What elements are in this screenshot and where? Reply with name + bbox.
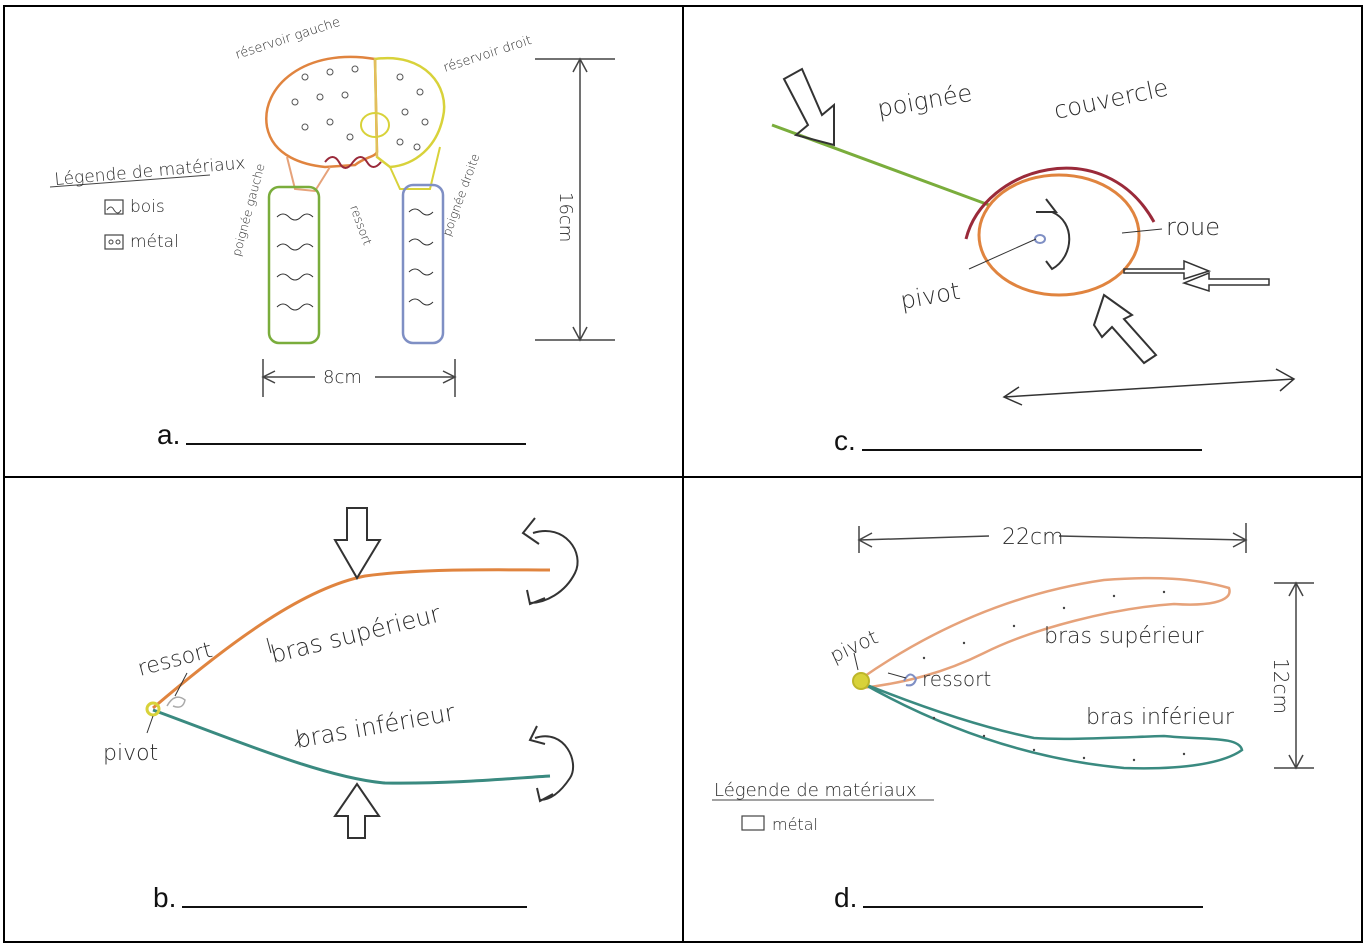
left-handle bbox=[267, 185, 321, 345]
arrow-push-down bbox=[782, 67, 835, 147]
right-neck bbox=[389, 146, 441, 190]
spring bbox=[903, 673, 918, 687]
legend-metal-label: métal bbox=[130, 232, 179, 252]
label-bras-inferieur: bras inférieur bbox=[293, 698, 457, 754]
caption-a-blank[interactable] bbox=[186, 443, 527, 445]
upper-arm bbox=[152, 568, 551, 710]
label-height: 12cm bbox=[1269, 658, 1293, 714]
rotation-arrow bbox=[1036, 198, 1071, 271]
label-pivot: pivot bbox=[826, 625, 882, 668]
label-couvercle: couvercle bbox=[1051, 73, 1170, 125]
panel-d-drawing: 22cm pivot bras supérieur ressort 12cm b… bbox=[712, 523, 1314, 834]
legend-metal-label: métal bbox=[772, 815, 818, 834]
panel-b: ressort bras supérieur bras inférieur pi… bbox=[5, 478, 682, 941]
legend-title: Légende de matériaux bbox=[714, 780, 917, 801]
arrow-push-up bbox=[1092, 293, 1158, 365]
legend-metal-swatch bbox=[741, 815, 765, 831]
metal-pattern bbox=[291, 65, 429, 151]
pivot-point bbox=[145, 701, 161, 717]
label-bras-superieur: bras supérieur bbox=[268, 600, 444, 669]
label-width: 22cm bbox=[1002, 525, 1064, 550]
lower-arm bbox=[861, 681, 1244, 770]
label-reservoir-gauche: réservoir gauche bbox=[234, 15, 343, 63]
arrow-right bbox=[1123, 259, 1212, 281]
right-handle bbox=[401, 183, 445, 345]
label-ressort: ressort bbox=[922, 667, 991, 691]
caption-a: a. bbox=[157, 419, 527, 451]
panel-b-drawing: ressort bras supérieur bras inférieur pi… bbox=[103, 507, 579, 839]
inner-divider bbox=[374, 58, 378, 158]
legend-metal-swatch bbox=[104, 234, 124, 250]
panel-c-drawing: poignée couvercle roue pivot bbox=[771, 67, 1296, 406]
upper-arm bbox=[861, 576, 1231, 690]
legend-wood-label: bois bbox=[130, 197, 165, 217]
spring bbox=[324, 156, 382, 169]
caption-a-letter: a. bbox=[157, 419, 181, 450]
caption-c: c. bbox=[834, 425, 1202, 457]
label-poignee: poignée bbox=[875, 79, 974, 123]
curved-arrow-bottom bbox=[528, 725, 575, 803]
label-poignee-droite: poignée droite bbox=[440, 152, 483, 238]
label-poignee-gauche: poignée gauche bbox=[229, 162, 267, 258]
height-dimension bbox=[1274, 581, 1314, 770]
arrow-up bbox=[333, 782, 381, 839]
caption-c-blank[interactable] bbox=[861, 449, 1202, 451]
curved-arrow-top bbox=[521, 517, 579, 606]
panel-d: 22cm pivot bras supérieur ressort 12cm b… bbox=[684, 478, 1361, 941]
pivot-point bbox=[1034, 234, 1046, 244]
lid-arc bbox=[964, 166, 1156, 240]
panel-a: réservoir gauche réservoir droit Légende… bbox=[5, 7, 682, 476]
caption-d-blank[interactable] bbox=[863, 906, 1204, 908]
wood-pattern bbox=[276, 208, 434, 311]
height-dimension bbox=[535, 57, 615, 342]
width-dimension bbox=[261, 359, 457, 397]
panel-a-drawing: réservoir gauche réservoir droit Légende… bbox=[49, 15, 615, 397]
legend-title: Légende de matériaux bbox=[54, 153, 246, 190]
center-hole bbox=[360, 112, 390, 138]
panel-c: poignée couvercle roue pivot c. bbox=[684, 7, 1361, 476]
label-bras-superieur: bras supérieur bbox=[1044, 624, 1204, 649]
label-width: 8cm bbox=[323, 367, 362, 388]
lower-arm bbox=[152, 708, 551, 785]
caption-d-letter: d. bbox=[834, 882, 858, 913]
wheel bbox=[977, 173, 1141, 297]
label-ressort: ressort bbox=[135, 638, 215, 682]
label-pivot: pivot bbox=[103, 741, 158, 766]
grid-divider-horizontal bbox=[3, 476, 1363, 478]
label-height: 16cm bbox=[555, 192, 576, 242]
caption-b-letter: b. bbox=[153, 882, 177, 913]
caption-b-blank[interactable] bbox=[182, 906, 528, 908]
label-bras-inferieur: bras inférieur bbox=[1086, 705, 1235, 730]
caption-b: b. bbox=[153, 882, 528, 914]
legend-wood-swatch bbox=[104, 199, 124, 215]
label-pivot: pivot bbox=[898, 277, 962, 315]
arrow-left bbox=[1181, 271, 1270, 293]
width-dimension bbox=[857, 523, 1248, 553]
right-reservoir bbox=[373, 56, 446, 169]
arrow-down bbox=[333, 507, 382, 580]
double-arrow bbox=[1002, 368, 1296, 406]
pivot-point bbox=[852, 672, 870, 690]
caption-c-letter: c. bbox=[834, 425, 856, 456]
grid-divider-vertical bbox=[682, 5, 684, 943]
label-ressort: ressort bbox=[347, 203, 374, 247]
spring bbox=[166, 696, 186, 708]
caption-d: d. bbox=[834, 882, 1204, 914]
label-reservoir-droit: réservoir droit bbox=[442, 33, 534, 76]
left-reservoir bbox=[265, 55, 379, 169]
metal-pattern bbox=[922, 590, 1186, 762]
left-neck bbox=[286, 156, 331, 193]
label-roue: roue bbox=[1166, 213, 1220, 241]
